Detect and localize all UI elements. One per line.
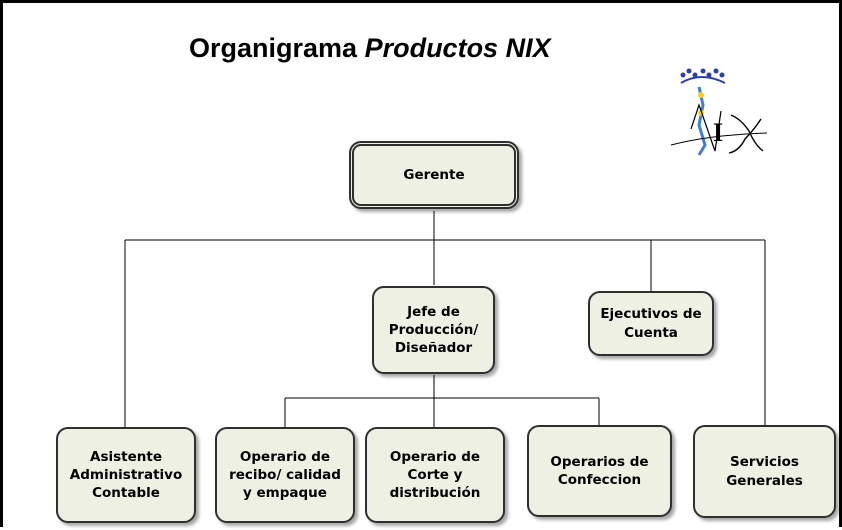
connector-lines — [124, 211, 766, 427]
node-ejecutivos-cuenta: Ejecutivos de Cuenta — [588, 291, 714, 356]
diagram-title: Organigrama Productos NIX — [189, 33, 551, 64]
nix-logo: I — [670, 68, 768, 156]
node-operarios-confeccion: Operarios de Confeccion — [527, 425, 672, 517]
node-jefe-produccion: Jefe de Producción/ Diseñador — [372, 286, 495, 374]
node-gerente: Gerente — [349, 141, 519, 209]
logo-letter-i: I — [713, 118, 723, 147]
node-servicios-generales: Servicios Generales — [693, 425, 836, 518]
node-operario-recibo: Operario de recibo/ calidad y empaque — [215, 427, 355, 523]
node-asistente-administrativo: Asistente Administrativo Contable — [56, 427, 196, 523]
title-emphasis: Productos NIX — [364, 33, 551, 63]
title-main: Organigrama — [189, 33, 365, 63]
node-operario-corte: Operario de Corte y distribución — [365, 427, 505, 523]
